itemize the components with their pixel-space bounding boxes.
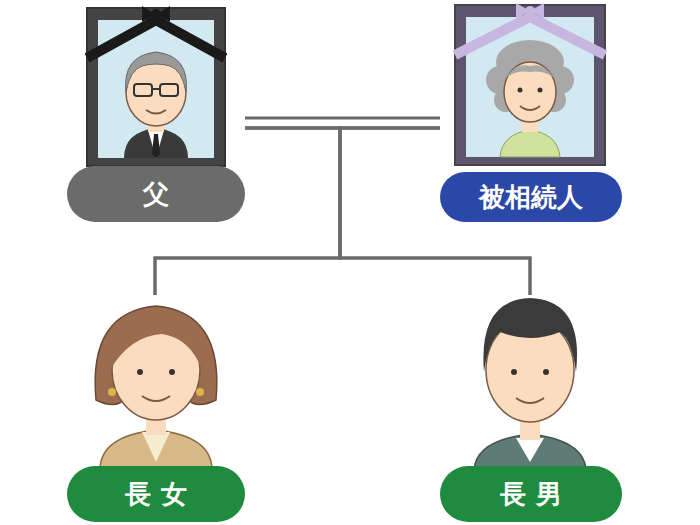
daughter-figure: [95, 306, 217, 470]
name-label: 父: [67, 166, 245, 222]
family-member: 父: [67, 5, 245, 222]
son-figure: [474, 298, 586, 470]
father-portrait: [87, 6, 225, 166]
deceased-portrait: [455, 3, 605, 165]
name-label: 長男: [440, 466, 622, 522]
family-member: 長女: [67, 295, 245, 522]
family-member: 長男: [440, 295, 622, 522]
name-label: 被相続人: [440, 172, 622, 222]
family-line-stroke: [245, 117, 440, 120]
family-member: 被相続人: [440, 5, 622, 222]
name-label: 長女: [67, 466, 245, 522]
